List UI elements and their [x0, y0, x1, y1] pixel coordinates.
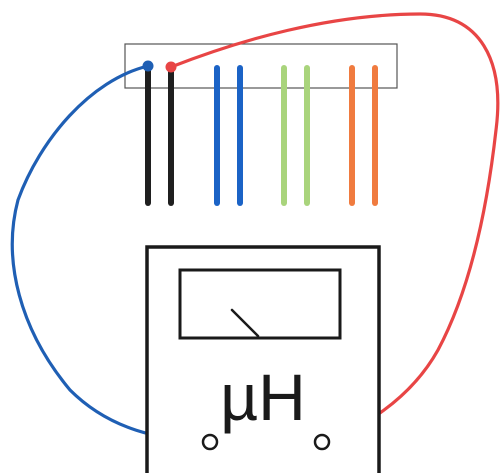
red-test-lead	[169, 12, 500, 444]
blue-lead-contact-dot	[142, 60, 154, 72]
connector-block	[124, 43, 398, 89]
meter-unit-label: µH	[220, 360, 306, 434]
red-lead-contact-dot	[165, 61, 177, 73]
meter-display	[178, 268, 342, 340]
meter-needle	[230, 308, 260, 338]
blue-test-lead	[10, 64, 212, 444]
right-terminal[interactable]	[313, 433, 331, 451]
ribbon-wires	[145, 63, 378, 206]
left-terminal[interactable]	[201, 433, 219, 451]
